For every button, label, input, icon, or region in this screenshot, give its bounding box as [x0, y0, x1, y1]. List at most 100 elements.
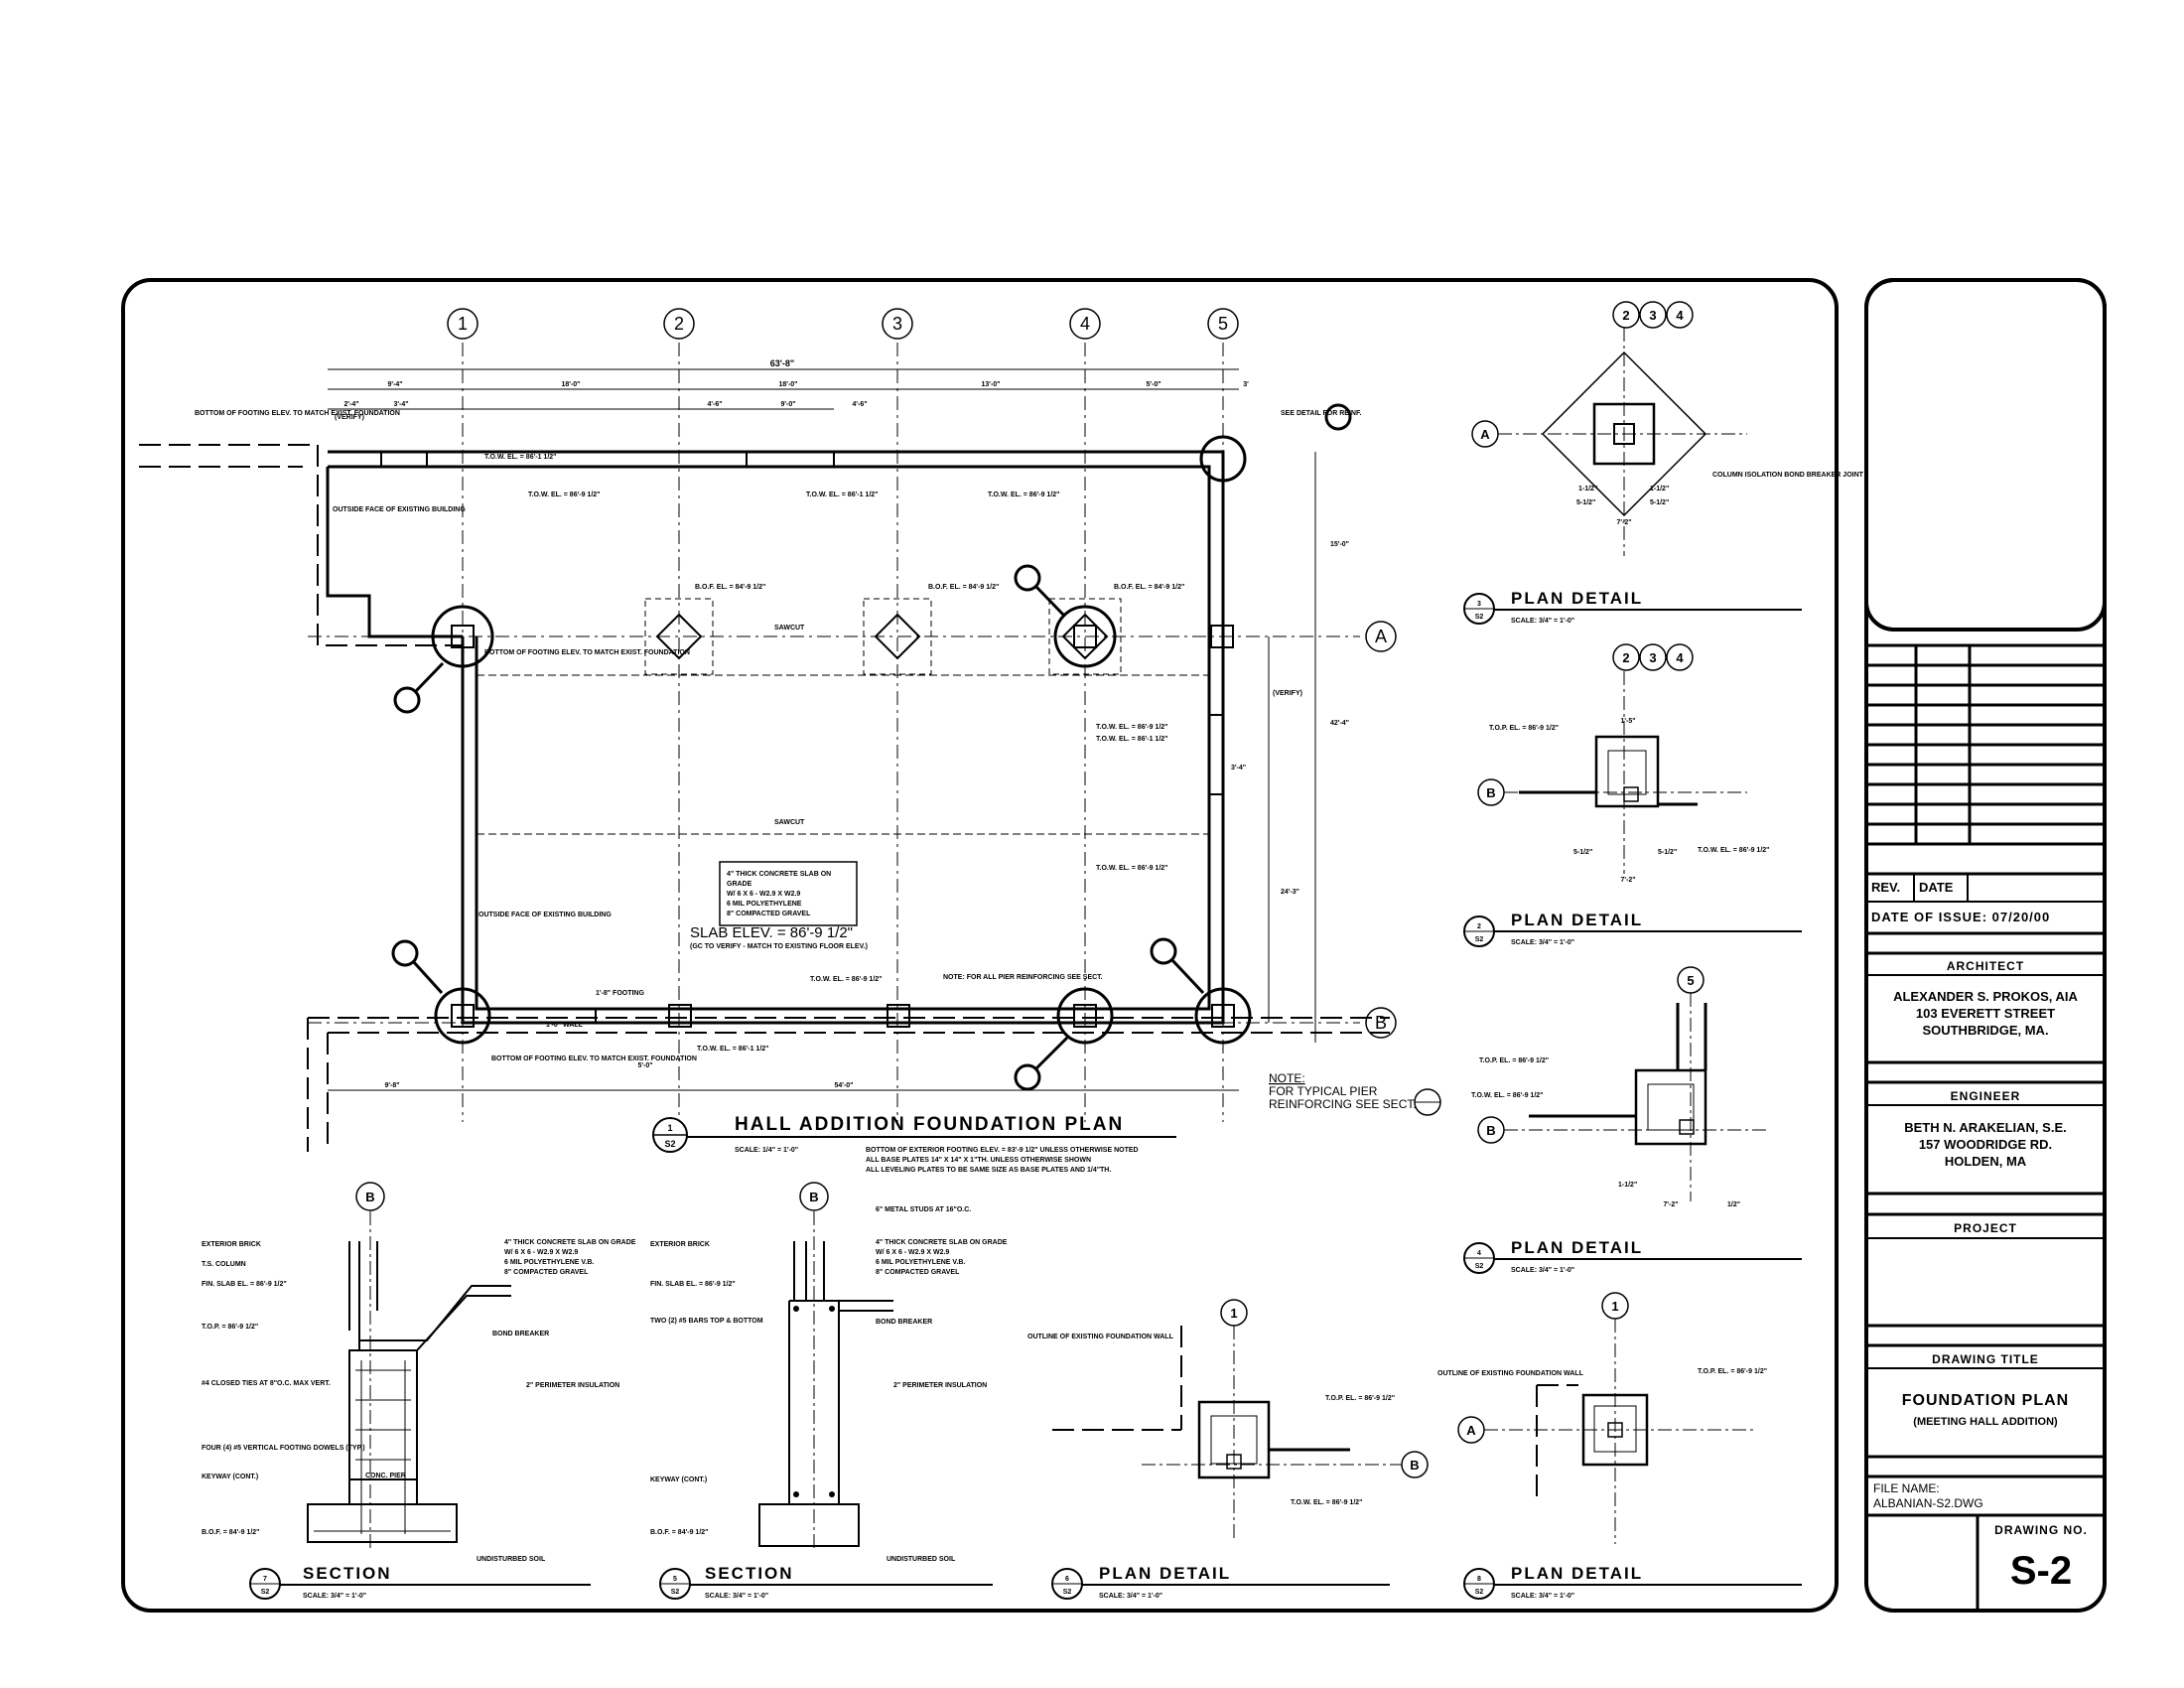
s5-scale: SCALE: 3/4" = 1'-0"	[705, 1593, 768, 1600]
d2-dim: 5-1/2"	[1658, 849, 1677, 856]
d6-col-1: 1	[1230, 1306, 1237, 1321]
s7-right: 2" PERIMETER INSULATION	[526, 1382, 619, 1389]
d8-row-a: A	[1466, 1423, 1476, 1438]
s7-label: T.S. COLUMN	[202, 1261, 246, 1268]
s5-label: FIN. SLAB EL. = 86'-9 1/2"	[650, 1281, 736, 1288]
slab-note-1: 4" THICK CONCRETE SLAB ON	[727, 871, 831, 878]
s7-label: T.O.P. = 86'-9 1/2"	[202, 1324, 258, 1331]
s7-right: 6 MIL POLYETHYLENE V.B.	[504, 1259, 594, 1266]
s7-right: UNDISTURBED SOIL	[477, 1556, 546, 1563]
drawing-border	[121, 278, 1839, 1613]
detail-2: 2 3 4 B T.O.P. EL. = 86'-9 1/2" T.O.W. E…	[1463, 643, 1802, 947]
s5-right: 6" METAL STUDS AT 16"O.C.	[876, 1206, 971, 1213]
d8-title: PLAN DETAIL	[1511, 1564, 1643, 1583]
tb-engineer-3: HOLDEN, MA	[1945, 1154, 2027, 1169]
slab-elev: SLAB ELEV. = 86'-9 1/2"	[690, 924, 853, 941]
s7-label: FIN. SLAB EL. = 86'-9 1/2"	[202, 1281, 287, 1288]
bottom-dim-3: 5'-0"	[637, 1062, 652, 1069]
d3-col-3: 3	[1649, 308, 1656, 323]
d2-col-2: 2	[1622, 650, 1629, 665]
tb-architect-1: ALEXANDER S. PROKOS, AIA	[1893, 989, 2078, 1004]
tow-right-1: T.O.W. EL. = 86'-9 1/2"	[1096, 724, 1167, 731]
right-dim-3: 24'-3"	[1281, 889, 1299, 896]
d6-sheet: S2	[1063, 1589, 1072, 1596]
s7-right: W/ 6 X 6 - W2.9 X W2.9	[504, 1249, 578, 1256]
d2-row-b: B	[1486, 785, 1495, 800]
tb-date: DATE	[1919, 880, 1954, 895]
d6-row-b: B	[1410, 1458, 1419, 1473]
main-plan-note-2: ALL BASE PLATES 14" X 14" X 1"TH. UNLESS…	[866, 1157, 1091, 1164]
dim-top: 5'-0"	[1146, 381, 1160, 388]
s5-label: EXTERIOR BRICK	[650, 1241, 710, 1248]
tow-right-3: T.O.W. EL. = 86'-9 1/2"	[1096, 865, 1167, 872]
main-plan-note-1: BOTTOM OF EXTERIOR FOOTING ELEV. = 83'-9…	[866, 1147, 1139, 1154]
d3-col-4: 4	[1676, 308, 1684, 323]
title-block: REV. DATE DATE OF ISSUE: 07/20/00 ARCHIT…	[1864, 278, 2107, 1611]
grid-col-2: 2	[674, 314, 684, 334]
title-block-border	[1864, 278, 2107, 1613]
dim-overall: 63'-8"	[770, 358, 794, 368]
grid-col-1: 1	[458, 314, 468, 334]
tb-architect-label: ARCHITECT	[1947, 959, 2024, 973]
bof-note-top: BOTTOM OF FOOTING ELEV. TO MATCH EXIST. …	[195, 410, 400, 417]
tow-bot-1: T.O.W. EL. = 86'-9 1/2"	[810, 976, 882, 983]
dim-sub: 4'-6"	[852, 401, 867, 408]
tow-top-1: T.O.W. EL. = 86'-1 1/2"	[484, 454, 556, 461]
d8-scale: SCALE: 3/4" = 1'-0"	[1511, 1593, 1574, 1600]
main-plan-scale: SCALE: 1/4" = 1'-0"	[735, 1147, 798, 1154]
tb-drawing-no-label: DRAWING NO.	[1994, 1523, 2088, 1537]
s5-right: 2" PERIMETER INSULATION	[893, 1382, 987, 1389]
tb-engineer-2: 157 WOODRIDGE RD.	[1919, 1137, 2052, 1152]
d4-top: T.O.P. EL. = 86'-9 1/2"	[1479, 1057, 1549, 1064]
tow-top-4: T.O.W. EL. = 86'-9 1/2"	[988, 492, 1059, 498]
main-plan-title: HALL ADDITION FOUNDATION PLAN	[735, 1114, 1124, 1135]
grid-col-5: 5	[1218, 314, 1228, 334]
outside-face-2: OUTSIDE FACE OF EXISTING BUILDING	[478, 912, 612, 918]
tb-architect-3: SOUTHBRIDGE, MA.	[1922, 1023, 2048, 1038]
s7-label: #4 CLOSED TIES AT 8"O.C. MAX VERT.	[202, 1380, 331, 1387]
s7-right: 8" COMPACTED GRAVEL	[504, 1269, 589, 1276]
foundation-plan: 1 2 3 4 5 A B 63'-8" 9'-4" 18'-0" 18'-0"…	[139, 308, 1441, 1174]
detail-3: 2 3 4 A COLUMN ISOLATION BOND BREAKER JO…	[1463, 301, 1864, 625]
s5-title: SECTION	[705, 1564, 794, 1583]
s7-label: KEYWAY (CONT.)	[202, 1474, 258, 1480]
d3-dim: 5-1/2"	[1576, 499, 1595, 506]
grid-col-3: 3	[892, 314, 902, 334]
d3-dim: 5-1/2"	[1650, 499, 1669, 506]
dim-sub: 4'-6"	[707, 401, 722, 408]
section-5: B EXTERIOR BRICK FIN. SLAB EL. = 86'-9 1…	[650, 1182, 1008, 1600]
d4-row-b: B	[1486, 1123, 1495, 1138]
d6-scale: SCALE: 3/4" = 1'-0"	[1099, 1593, 1162, 1600]
grid-row-b: B	[1375, 1013, 1387, 1033]
right-dim-5: (VERIFY)	[1273, 690, 1302, 697]
s5-right: 8" COMPACTED GRAVEL	[876, 1269, 960, 1276]
tb-file-name-label: FILE NAME:	[1873, 1481, 1940, 1495]
tb-engineer-1: BETH N. ARAKELIAN, S.E.	[1904, 1120, 2066, 1135]
d8-col-1: 1	[1611, 1299, 1618, 1314]
detail-8: 1 A OUTLINE OF EXISTING FOUNDATION WALL …	[1437, 1292, 1802, 1600]
d3-scale: SCALE: 3/4" = 1'-0"	[1511, 618, 1574, 625]
d3-col-2: 2	[1622, 308, 1629, 323]
main-plan-sheet: S2	[664, 1139, 675, 1149]
d2-num: 2	[1477, 923, 1481, 930]
s5-label: B.O.F. = 84'-9 1/2"	[650, 1529, 708, 1536]
d3-num: 3	[1477, 601, 1481, 608]
s5-label: KEYWAY (CONT.)	[650, 1477, 707, 1483]
bof-note-col: BOTTOM OF FOOTING ELEV. TO MATCH EXIST. …	[484, 649, 690, 656]
slab-note-5: 8" COMPACTED GRAVEL	[727, 911, 811, 917]
tb-rev: REV.	[1871, 880, 1900, 895]
section-7: B EXTERIOR BRICK T.S. COLUMN FIN. SLAB E…	[202, 1182, 636, 1600]
s7-title: SECTION	[303, 1564, 392, 1583]
detail-6: 1 B OUTLINE OF EXISTING FOUNDATION WALL …	[1027, 1299, 1429, 1600]
s7-right: BOND BREAKER	[492, 1331, 549, 1337]
s5-num: 5	[673, 1576, 677, 1583]
d4-scale: SCALE: 3/4" = 1'-0"	[1511, 1267, 1574, 1274]
tb-drawing-title: FOUNDATION PLAN	[1902, 1392, 2069, 1409]
d2-dim: 1'-5"	[1620, 718, 1635, 725]
dim-top: 18'-0"	[562, 381, 581, 388]
d6-num: 6	[1065, 1576, 1069, 1583]
s5-right: 4" THICK CONCRETE SLAB ON GRADE	[876, 1239, 1008, 1246]
d4-col-5: 5	[1687, 973, 1694, 988]
d6-outline: OUTLINE OF EXISTING FOUNDATION WALL	[1027, 1334, 1174, 1340]
